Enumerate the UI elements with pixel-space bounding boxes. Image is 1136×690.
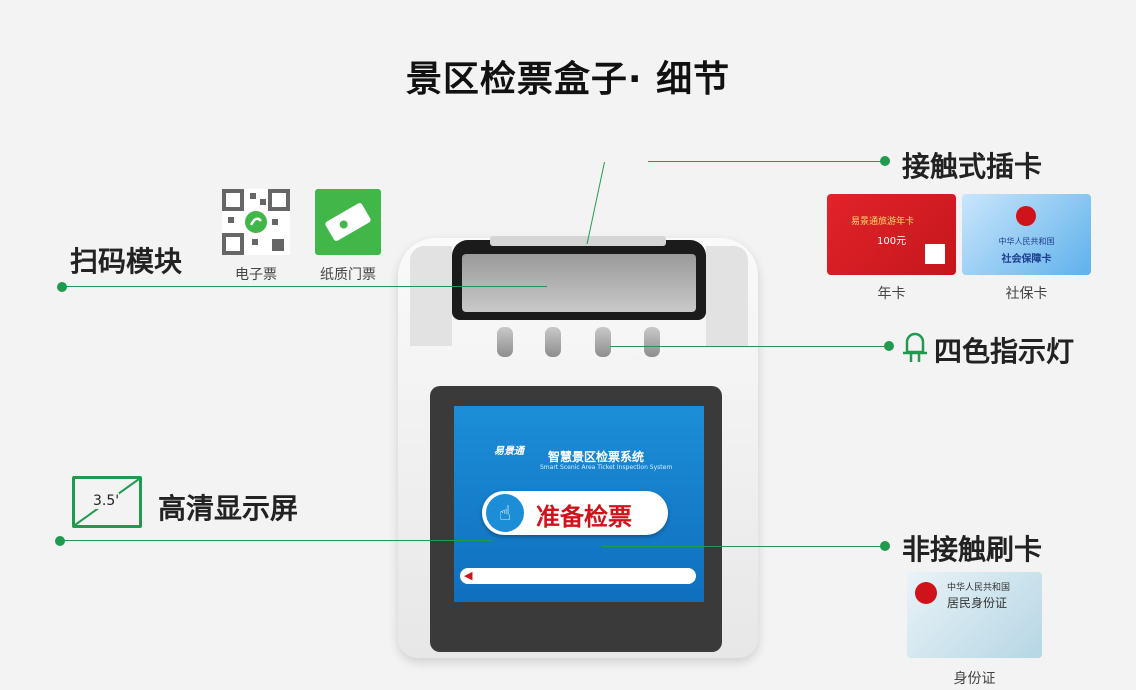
- qr-code-icon: [925, 244, 945, 264]
- volume-bar[interactable]: [460, 568, 696, 584]
- year-card-header: 易景通旅游年卡: [851, 217, 915, 227]
- emblem-icon: [1016, 206, 1036, 226]
- social-card-header: 中华人民共和国: [998, 237, 1055, 246]
- year-card-label: 年卡: [877, 286, 906, 302]
- indicator-led: [644, 327, 660, 357]
- callout-line: [602, 546, 884, 547]
- screen-size-value: 3.5': [93, 493, 120, 509]
- feature-contact-card-label: 接触式插卡: [902, 150, 1043, 183]
- feature-contactless-label: 非接触刷卡: [902, 533, 1043, 566]
- page-title: 景区检票盒子· 细节: [405, 59, 731, 100]
- year-card-value: 100元: [877, 236, 907, 247]
- callout-line: [648, 161, 881, 162]
- scan-window: [462, 254, 696, 312]
- e-ticket-label: 电子票: [235, 267, 277, 283]
- feature-indicator-label: 四色指示灯: [934, 335, 1075, 368]
- year-card-image: 易景通旅游年卡 100元: [827, 194, 956, 275]
- feature-scan-label: 扫码模块: [70, 245, 183, 278]
- speaker-icon: ◀: [464, 569, 473, 582]
- paper-ticket-icon: [315, 189, 381, 255]
- social-security-card-image: 中华人民共和国 社会保障卡: [962, 194, 1091, 275]
- device-side-left: [410, 246, 452, 346]
- feature-display-label: 高清显示屏: [158, 492, 299, 525]
- callout-dot: [57, 282, 67, 292]
- indicator-led: [595, 327, 611, 357]
- indicator-led: [497, 327, 513, 357]
- device-side-right: [706, 246, 748, 346]
- lamp-icon: [900, 330, 930, 364]
- callout-dot: [884, 341, 894, 351]
- indicator-led: [545, 327, 561, 357]
- callout-line: [60, 540, 492, 541]
- social-card-label: 社保卡: [1005, 286, 1048, 302]
- id-card-image: 中华人民共和国 居民身份证: [907, 572, 1042, 658]
- card-slot: [490, 236, 666, 246]
- ready-check-label: 准备检票: [536, 503, 632, 531]
- brand-logo: 易景通: [494, 446, 524, 457]
- emblem-icon: [915, 582, 937, 604]
- callout-dot: [880, 156, 890, 166]
- callout-line: [586, 162, 605, 244]
- social-card-title: 社会保障卡: [1001, 254, 1052, 265]
- callout-dot: [55, 536, 65, 546]
- paper-ticket-label: 纸质门票: [320, 267, 376, 283]
- hand-icon: ☝: [486, 494, 524, 532]
- callout-line: [610, 346, 888, 347]
- id-card-header: 中华人民共和国: [947, 583, 1011, 593]
- qr-code-icon: [222, 189, 290, 255]
- screen-size-icon: 3.5': [72, 476, 142, 528]
- id-card-label: 身份证: [953, 671, 996, 687]
- screen-title: 智慧景区检票系统: [548, 450, 645, 464]
- callout-dot: [880, 541, 890, 551]
- callout-line: [62, 286, 547, 287]
- screen-subtitle: Smart Scenic Area Ticket Inspection Syst…: [540, 464, 673, 471]
- id-card-title: 居民身份证: [947, 596, 1008, 610]
